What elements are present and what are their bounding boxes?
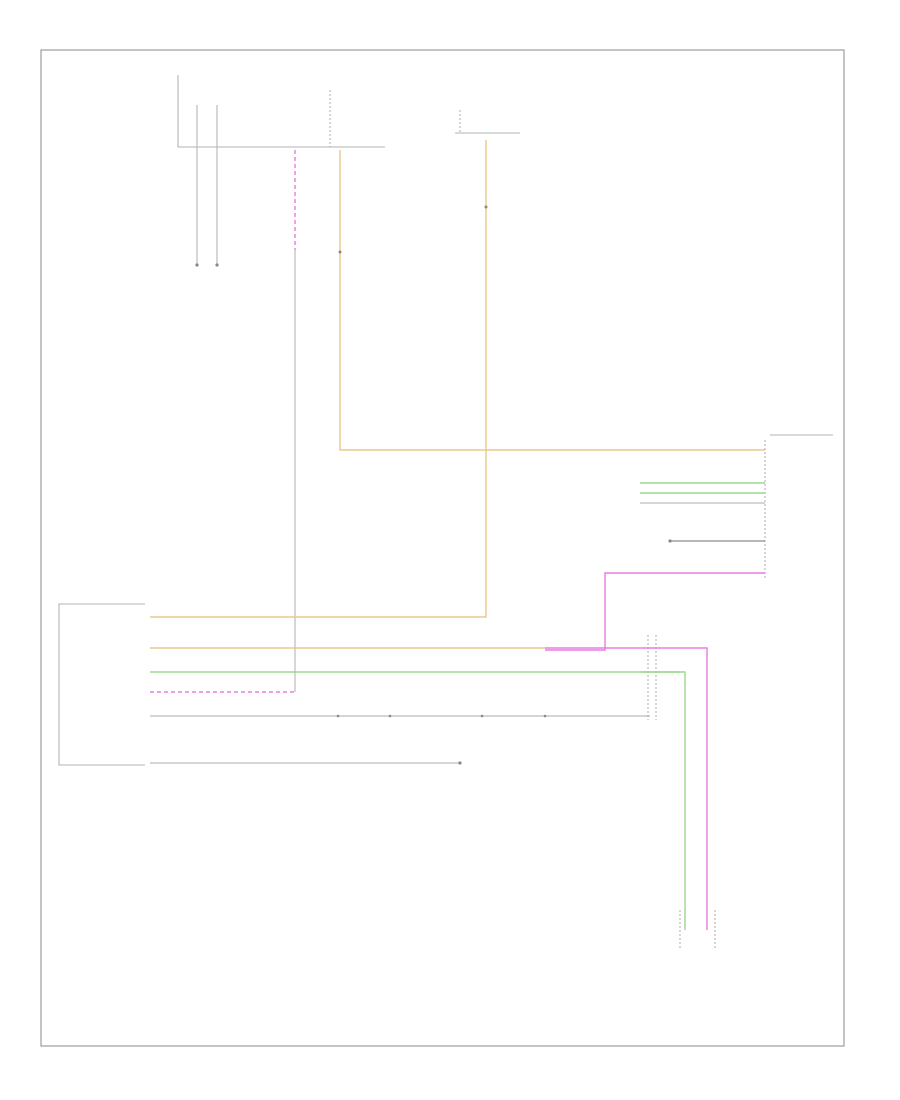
diagram-border [40,49,845,1047]
yellow-feed-wire [338,150,765,451]
splice-left-a [195,263,199,267]
bundle-splices [336,714,547,718]
lower-sensor-wires [545,647,716,950]
relay-connector-top [455,110,520,134]
ground-dot [668,539,672,543]
splice-yellow [338,250,342,254]
right-control-module [545,434,833,651]
left-wire-pair [195,105,219,267]
splice-left-b [215,263,219,267]
left-lower-module [58,603,145,766]
ground-lower [458,761,462,765]
fuse-box-bracket [177,75,385,148]
wire-bundle [150,635,680,765]
yellow-relay-wire [150,140,488,618]
splice-relay [484,205,488,209]
